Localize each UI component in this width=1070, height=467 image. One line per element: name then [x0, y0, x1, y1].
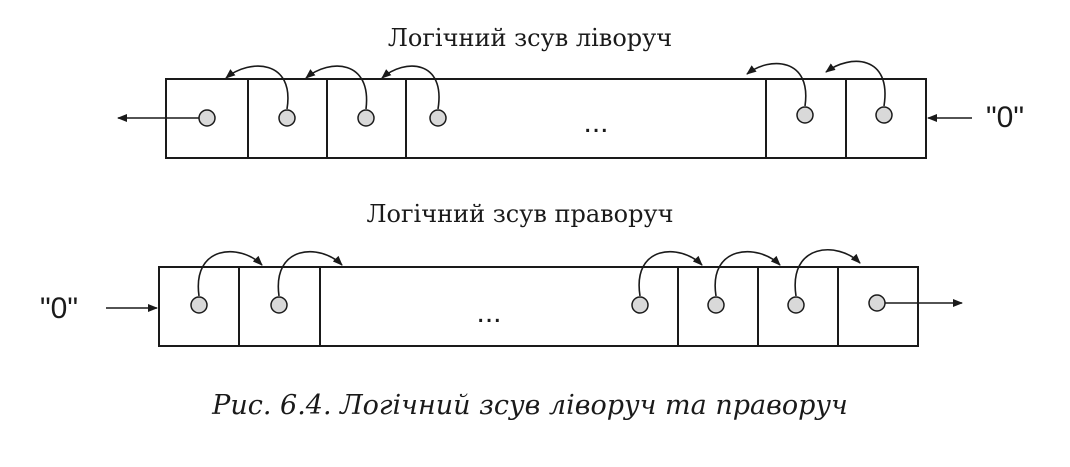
shift-left-transfer-arrow: [746, 62, 807, 107]
shift-left-bit: [429, 109, 447, 127]
shift-left-transfer-arrow: [305, 65, 368, 110]
shift-left-ellipsis: ...: [583, 106, 608, 139]
shift-left-title: Логічний зсув ліворуч: [388, 24, 672, 52]
shift-left-register: ...: [117, 60, 972, 159]
shift-left-transfer-arrow: [825, 60, 886, 107]
shift-right-transfer-arrow: [197, 251, 263, 297]
shift-left-input-label: "0": [986, 101, 1024, 134]
shift-right-register: ...: [106, 249, 963, 347]
shift-right-bit: [270, 296, 288, 314]
shift-right-transfer-arrow: [714, 251, 781, 297]
shift-right-bit: [868, 294, 886, 312]
shift-right-transfer-arrow: [638, 251, 703, 297]
shift-right-bit: [631, 296, 649, 314]
shift-right-bit: [787, 296, 805, 314]
shift-right-register-outline: [158, 266, 919, 347]
shift-left-transfer-arrow: [381, 65, 440, 110]
shift-left-bit: [278, 109, 296, 127]
shift-left-transfer-arrow: [225, 65, 289, 110]
shift-right-transfer-arrow: [277, 251, 343, 297]
figure-caption: Рис. 6.4. Логічний зсув ліворуч та право…: [211, 390, 848, 421]
shift-right-transfer-arrow: [794, 249, 861, 297]
shift-right-bit: [707, 296, 725, 314]
shift-left-bit: [357, 109, 375, 127]
shift-right-title: Логічний зсув праворуч: [367, 200, 674, 228]
shift-right-input-label: "0": [40, 292, 78, 325]
shift-left-bit: [875, 106, 893, 124]
shift-right-ellipsis: ...: [476, 296, 501, 329]
shift-right-bit: [190, 296, 208, 314]
shift-left-bit: [796, 106, 814, 124]
shift-left-bit: [198, 109, 216, 127]
